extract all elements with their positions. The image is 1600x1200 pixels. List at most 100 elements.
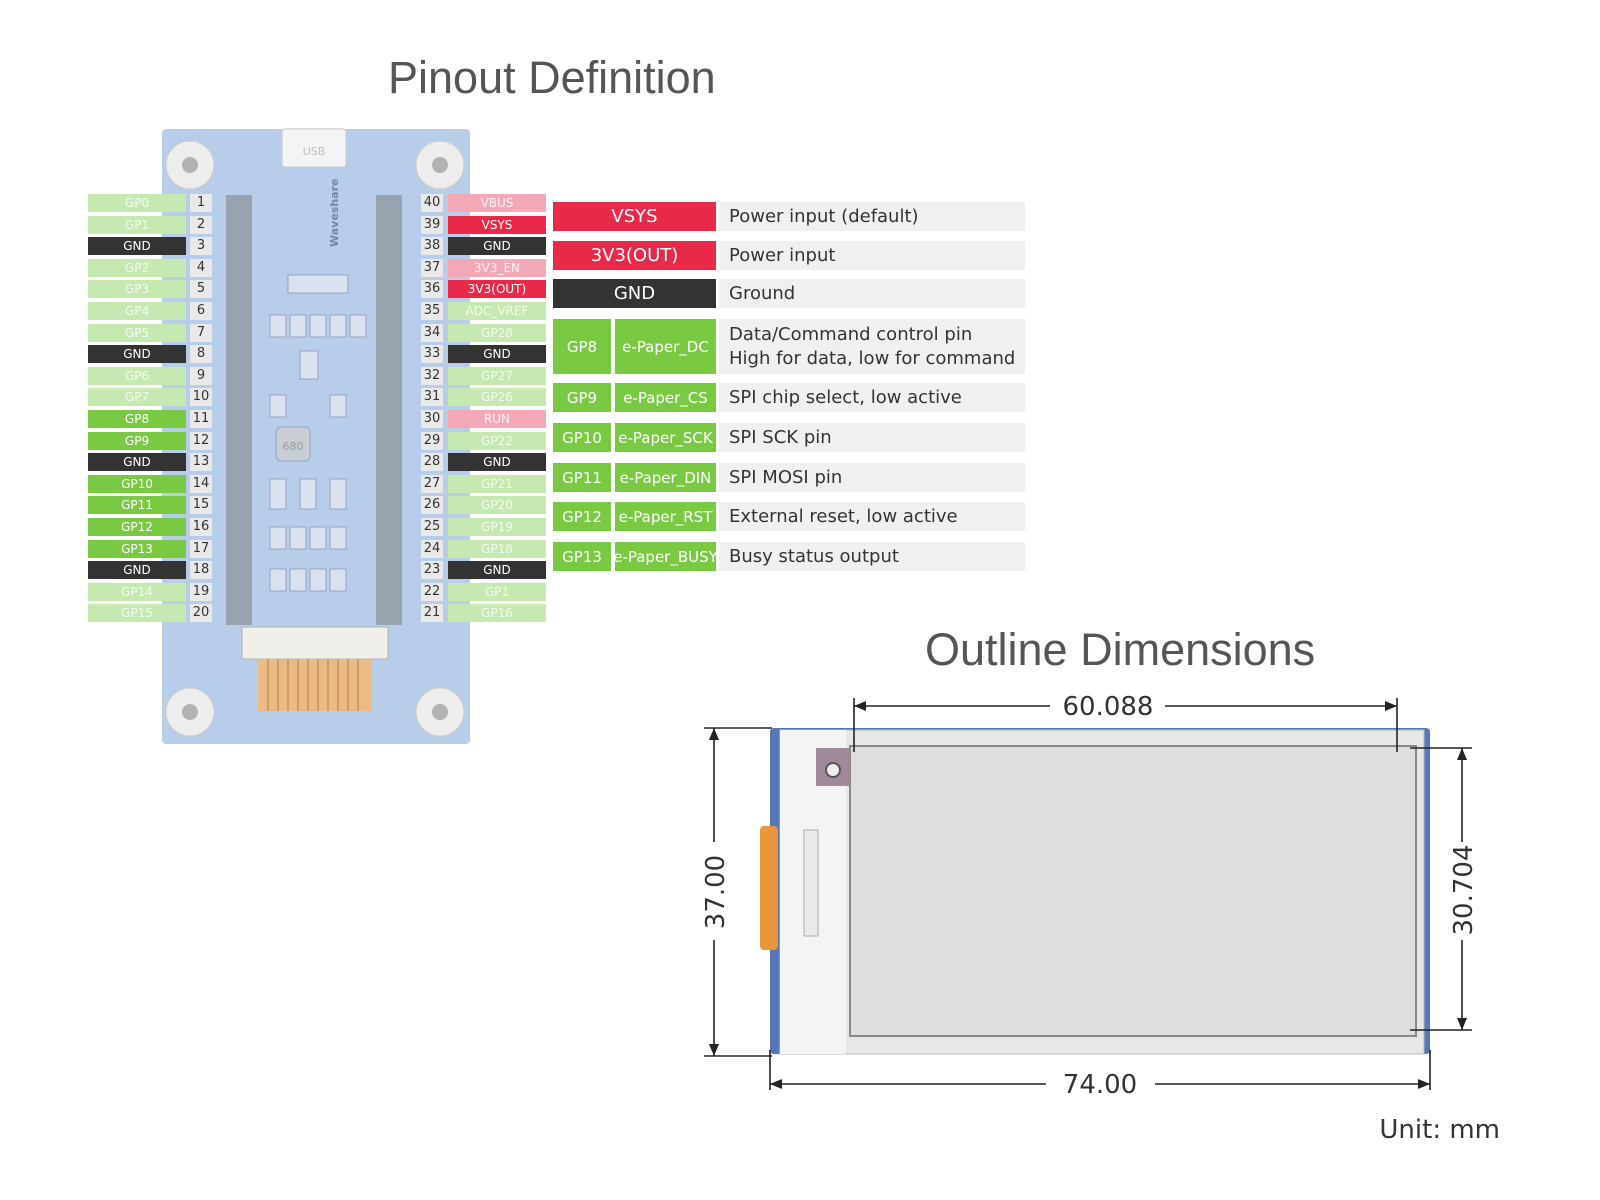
function-description-cell: SPI chip select, low active bbox=[719, 383, 1025, 412]
left_pins-pin-number: 9 bbox=[190, 366, 212, 385]
right_pins-pin-number: 37 bbox=[421, 258, 443, 277]
right_pins-pin-label: VSYS bbox=[448, 215, 546, 234]
right_pins-pin-number: 27 bbox=[421, 474, 443, 493]
right_pins-pin-label: GP18 bbox=[448, 539, 546, 558]
right_pins-pin-label: GP22 bbox=[448, 431, 546, 450]
left_pins-pin-label: GP6 bbox=[88, 366, 186, 385]
left_pins-pin-number: 12 bbox=[190, 431, 212, 450]
left_pins-pin-number: 13 bbox=[190, 453, 212, 472]
left_pins-pin-number: 10 bbox=[190, 388, 212, 407]
left_pins-pin-label: GP8 bbox=[88, 410, 186, 428]
outline-dimensions-drawing: 60.088 74.00 37.00 30.704 bbox=[701, 692, 1479, 1100]
left_pins-pin-label: GP12 bbox=[88, 518, 186, 536]
left_pins-pin-number: 1 bbox=[190, 194, 212, 212]
left_pins-pin-number: 11 bbox=[190, 410, 212, 428]
left_pins-pin-number: 4 bbox=[190, 258, 212, 277]
function-pin-cell: GP10 bbox=[553, 423, 611, 452]
right_pins-pin-number: 35 bbox=[421, 302, 443, 320]
right_pins-pin-label: ADC_VREF bbox=[448, 302, 546, 320]
right_pins-pin-number: 40 bbox=[421, 194, 443, 212]
function-pin-cell: GP11 bbox=[553, 463, 611, 492]
left_pins-pin-number: 6 bbox=[190, 302, 212, 320]
right_pins-pin-label: GND bbox=[448, 453, 546, 472]
left_pins-pin-label: GND bbox=[88, 561, 186, 580]
function-description-cell: Busy status output bbox=[719, 542, 1025, 571]
left_pins-pin-label: GP11 bbox=[88, 496, 186, 515]
right_pins-pin-number: 25 bbox=[421, 518, 443, 536]
left_pins-pin-number: 15 bbox=[190, 496, 212, 515]
brand-label: Waveshare bbox=[328, 179, 341, 247]
right_pins-pin-number: 33 bbox=[421, 345, 443, 364]
left_pins-pin-label: GP14 bbox=[88, 582, 186, 601]
left_pins-pin-label: GND bbox=[88, 453, 186, 472]
left_pins-pin-number: 7 bbox=[190, 323, 212, 342]
pinout-title: Pinout Definition bbox=[388, 52, 716, 103]
right_pins-pin-number: 21 bbox=[421, 604, 443, 623]
left_pins-pin-label: GP9 bbox=[88, 431, 186, 450]
function-description-cell: Power input bbox=[719, 241, 1025, 270]
right_pins-pin-label: GP1 bbox=[448, 582, 546, 601]
left_pins-pin-number: 17 bbox=[190, 539, 212, 558]
left_pins-pin-number: 20 bbox=[190, 604, 212, 623]
function-description-cell: External reset, low active bbox=[719, 502, 1025, 531]
function-pin-cell: GP13 bbox=[553, 542, 611, 571]
dim-active-height: 30.704 bbox=[1449, 845, 1479, 936]
right_pins-pin-label: 3V3_EN bbox=[448, 258, 546, 277]
function-name-cell: e-Paper_DC bbox=[615, 319, 716, 374]
dim-total-width: 74.00 bbox=[1063, 1070, 1137, 1100]
left_pins-pin-label: GP15 bbox=[88, 604, 186, 623]
right_pins-pin-number: 29 bbox=[421, 431, 443, 450]
left_pins-pin-label: GP7 bbox=[88, 388, 186, 407]
right_pins-pin-label: GP19 bbox=[448, 518, 546, 536]
right_pins-pin-label: GND bbox=[448, 237, 546, 256]
right_pins-pin-label: GP26 bbox=[448, 388, 546, 407]
right_pins-pin-label: 3V3(OUT) bbox=[448, 280, 546, 299]
dim-total-height: 37.00 bbox=[701, 855, 731, 929]
right_pins-pin-number: 39 bbox=[421, 215, 443, 234]
left_pins-pin-number: 2 bbox=[190, 215, 212, 234]
right_pins-pin-label: GP27 bbox=[448, 366, 546, 385]
function-pin-cell: GP9 bbox=[553, 383, 611, 412]
function-pin-cell: VSYS bbox=[553, 202, 716, 231]
right_pins-pin-number: 31 bbox=[421, 388, 443, 407]
left_pins-pin-number: 19 bbox=[190, 582, 212, 601]
function-description-cell: SPI MOSI pin bbox=[719, 463, 1025, 492]
usb-label: USB bbox=[303, 145, 326, 158]
function-name-cell: e-Paper_CS bbox=[615, 383, 716, 412]
function-pin-cell: GP8 bbox=[553, 319, 611, 374]
driver-board-illustration: USB 680 Waveshare bbox=[162, 128, 470, 744]
function-description-cell: Power input (default) bbox=[719, 202, 1025, 231]
right_pins-pin-label: VBUS bbox=[448, 194, 546, 212]
right_pins-pin-label: GP16 bbox=[448, 604, 546, 623]
right_pins-pin-number: 28 bbox=[421, 453, 443, 472]
function-pin-cell: GP12 bbox=[553, 502, 611, 531]
right_pins-pin-number: 22 bbox=[421, 582, 443, 601]
right_pins-pin-label: GND bbox=[448, 561, 546, 580]
left_pins-pin-number: 3 bbox=[190, 237, 212, 256]
left_pins-pin-label: GP4 bbox=[88, 302, 186, 320]
left_pins-pin-number: 8 bbox=[190, 345, 212, 364]
function-pin-cell: 3V3(OUT) bbox=[553, 241, 716, 270]
function-name-cell: e-Paper_DIN bbox=[615, 463, 716, 492]
right_pins-pin-label: GP20 bbox=[448, 496, 546, 515]
left_pins-pin-number: 5 bbox=[190, 280, 212, 299]
right_pins-pin-number: 26 bbox=[421, 496, 443, 515]
left_pins-pin-label: GP10 bbox=[88, 474, 186, 493]
right_pins-pin-number: 38 bbox=[421, 237, 443, 256]
left_pins-pin-label: GP13 bbox=[88, 539, 186, 558]
right_pins-pin-number: 34 bbox=[421, 323, 443, 342]
right_pins-pin-label: GP28 bbox=[448, 323, 546, 342]
left_pins-pin-label: GP1 bbox=[88, 215, 186, 234]
function-description-cell: SPI SCK pin bbox=[719, 423, 1025, 452]
inductor-label: 680 bbox=[283, 440, 304, 453]
function-name-cell: e-Paper_SCK bbox=[615, 423, 716, 452]
left_pins-pin-label: GND bbox=[88, 237, 186, 256]
right_pins-pin-label: GND bbox=[448, 345, 546, 364]
function-description-cell: Ground bbox=[719, 279, 1025, 308]
right_pins-pin-number: 30 bbox=[421, 410, 443, 428]
right_pins-pin-number: 24 bbox=[421, 539, 443, 558]
right_pins-pin-number: 32 bbox=[421, 366, 443, 385]
left_pins-pin-label: GP0 bbox=[88, 194, 186, 212]
left_pins-pin-number: 18 bbox=[190, 561, 212, 580]
left_pins-pin-label: GND bbox=[88, 345, 186, 364]
